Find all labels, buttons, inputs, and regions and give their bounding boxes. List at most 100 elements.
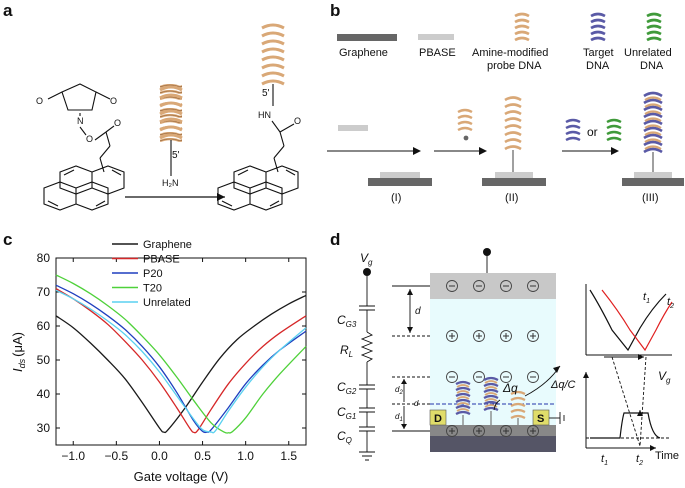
svg-text:O: O <box>86 134 93 144</box>
x-tick-label: 0.0 <box>151 449 168 463</box>
series-line-p20 <box>55 284 307 434</box>
substrate <box>430 436 556 452</box>
x-tick-label: 0.5 <box>194 449 211 463</box>
vg-axis-label: Vg <box>658 369 671 385</box>
source-electrode <box>532 409 550 426</box>
series-line-unrelated <box>55 289 307 434</box>
chart-series <box>55 274 307 434</box>
negative-charge-icon <box>500 280 512 292</box>
vcurve-t2 <box>601 289 673 352</box>
step-2-label: (II) <box>505 192 518 204</box>
series-line-t20 <box>55 274 307 434</box>
hn-label: HN <box>258 110 271 120</box>
negative-charge-icon <box>527 280 539 292</box>
reaction-arrow-head <box>217 193 225 201</box>
charge-symbols <box>446 280 539 437</box>
legend-graphene-swatch <box>337 34 397 41</box>
floating-target <box>565 118 581 142</box>
negative-charge-icon <box>527 371 539 383</box>
drain-label: D <box>434 413 442 425</box>
amine-probe-dna: 5' H₂N <box>159 84 183 188</box>
negative-charge-icon <box>500 371 512 383</box>
chart-frame <box>55 257 307 446</box>
resistor-rl <box>360 331 374 363</box>
svg-text:N: N <box>77 116 84 126</box>
d-small-label: d <box>414 399 419 408</box>
x-tick-label: −0.5 <box>104 449 128 463</box>
legend-pbase-swatch <box>418 34 454 40</box>
negative-charge-icon <box>446 371 458 383</box>
svg-text:O: O <box>114 118 121 128</box>
legend-target-label-2: DNA <box>586 60 610 72</box>
positive-charge-icon <box>527 425 539 437</box>
delta-q-label: Δq <box>502 381 518 395</box>
cq-label: CQ <box>337 429 352 445</box>
panel-b-process: Graphene PBASE Amine-modified probe DNA … <box>327 12 684 204</box>
source-label: S <box>537 413 544 425</box>
legend-target-icon <box>590 12 606 42</box>
time-response-curve <box>590 412 661 439</box>
positive-charge-icon <box>446 330 458 342</box>
y-tick-label: 80 <box>37 251 51 265</box>
y-tick-label: 60 <box>37 319 51 333</box>
y-axis-label: Ids(μA) <box>10 332 27 372</box>
legend-label: Graphene <box>143 239 192 251</box>
rl-label: RL <box>340 343 353 359</box>
legend-probe-label-2: probe DNA <box>487 60 542 72</box>
legend-unrelated-icon <box>646 12 662 42</box>
graphene-layer <box>430 425 556 436</box>
five-prime-product: 5' <box>262 88 270 99</box>
step1-pbase <box>380 172 420 178</box>
x-axis-label: Gate voltage (V) <box>134 469 229 484</box>
step2-probe <box>504 96 522 151</box>
x-tick-label: 1.0 <box>237 449 254 463</box>
delta-qc-label: Δq/C <box>550 379 576 391</box>
step3-hybrid-probe <box>644 96 662 150</box>
step3-graphene <box>622 178 684 186</box>
legend-target-label-1: Target <box>583 47 614 59</box>
series-line-pbase <box>55 288 307 434</box>
panel-label-b: b <box>330 1 340 20</box>
device-dna-1 <box>455 380 471 415</box>
legend-label: T20 <box>143 283 162 295</box>
pbase-molecule: O O N O O <box>36 83 125 211</box>
legend-probe-icon <box>514 12 530 42</box>
negative-charge-icon <box>473 371 485 383</box>
d2-label: d2 <box>395 385 403 396</box>
positive-charge-icon <box>527 330 539 342</box>
step1-graphene <box>368 178 432 186</box>
y-tick-label: 40 <box>37 387 51 401</box>
positive-charge-icon <box>500 330 512 342</box>
panel-label-a: a <box>3 1 13 20</box>
x-tick-label: −1.0 <box>61 449 85 463</box>
legend-label: P20 <box>143 268 163 280</box>
legend-label: PBASE <box>143 254 180 266</box>
legend-pbase-label: PBASE <box>419 47 456 59</box>
panel-a-reaction: O O N O O 5' <box>36 23 301 211</box>
time-t2-label: t2 <box>636 453 643 467</box>
step3-pbase <box>634 172 672 178</box>
time-t1-label: t1 <box>601 453 608 467</box>
step-3-label: (III) <box>642 192 659 204</box>
floating-probe <box>457 108 473 132</box>
floating-pbase <box>338 125 368 131</box>
cg1-label: CG1 <box>337 405 356 421</box>
d-dimension-label: d <box>415 306 421 317</box>
positive-charge-icon <box>473 425 485 437</box>
five-prime-probe: 5' <box>172 150 180 161</box>
series-line-graphene <box>55 294 307 434</box>
or-label: or <box>587 125 598 139</box>
vg-label: Vg <box>360 251 373 267</box>
d1-label: d1 <box>395 412 403 423</box>
svg-text:O: O <box>294 116 301 126</box>
panel-label-d: d <box>330 230 340 249</box>
y-tick-label: 30 <box>37 421 51 435</box>
positive-charge-icon <box>473 330 485 342</box>
device-dna-2 <box>483 376 499 411</box>
cg2-label: CG2 <box>337 380 357 396</box>
panel-d-circuit: Vg CG3 RL CG2 CG1 CQ D S <box>337 248 679 467</box>
x-tick-label: 1.5 <box>280 449 297 463</box>
